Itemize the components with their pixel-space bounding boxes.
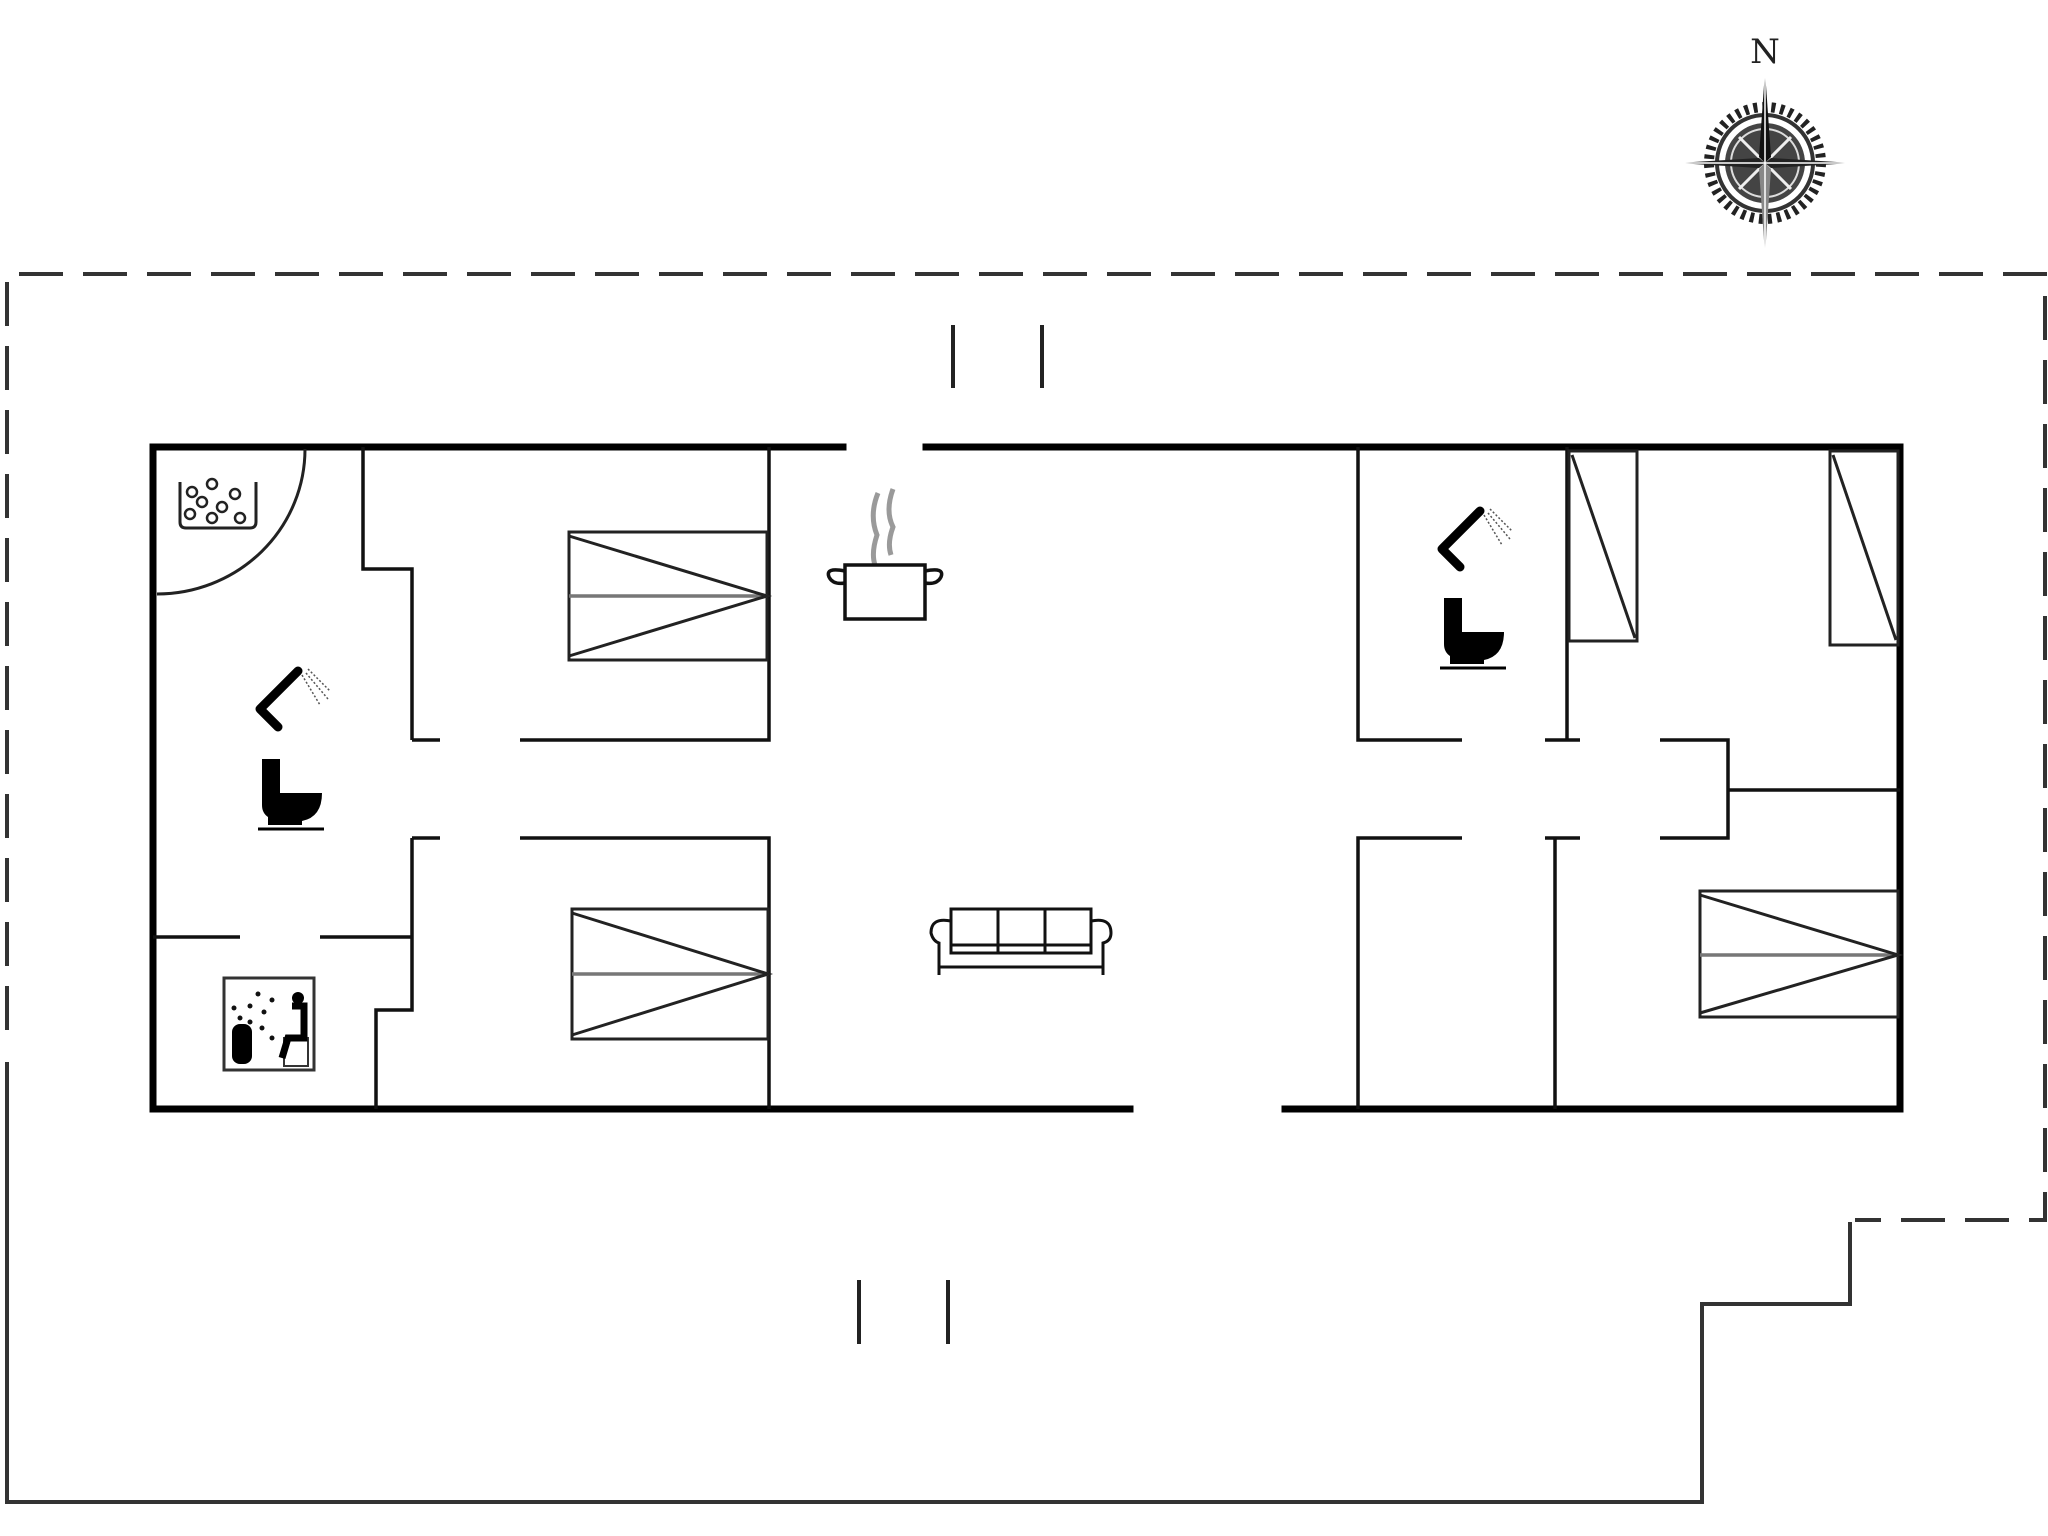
cooking-pot-icon (826, 488, 944, 621)
toilet-icon (258, 759, 324, 831)
double-bed-icon (570, 907, 774, 1041)
double-bed-icon (1698, 889, 1904, 1019)
sofa-icon (929, 907, 1113, 975)
toilet-icon (1440, 598, 1506, 670)
entrance-marker-bottom (857, 1280, 950, 1344)
bunk-bed-icon (1828, 449, 1900, 647)
compass-rose-icon: N (1677, 32, 1853, 255)
shower-icon (1437, 506, 1513, 572)
sauna-icon (222, 976, 316, 1072)
shower-icon (255, 666, 331, 732)
hot-tub-icon (178, 477, 258, 530)
interior-walls-right (1356, 447, 1900, 1109)
north-label: N (1750, 32, 1780, 72)
bunk-bed-icon (1567, 449, 1639, 643)
property-boundary (5, 272, 2047, 1504)
exterior-walls (149, 443, 1904, 1113)
double-bed-icon (567, 530, 773, 662)
interior-walls-left (153, 447, 771, 1109)
entrance-marker-top (951, 325, 1044, 388)
